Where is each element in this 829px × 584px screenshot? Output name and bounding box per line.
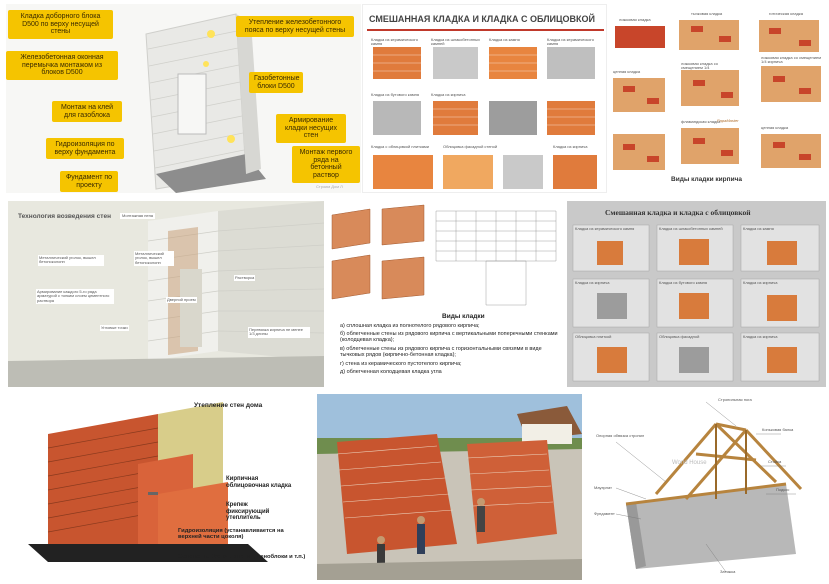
poster-caption-3: Кладка из камня (489, 37, 520, 42)
watermark: Строим Дом Л (316, 184, 343, 189)
bond-label-4: цепная кладка (613, 69, 641, 74)
tech-label-8: Металлический уголок, вышел бетоноколонн (134, 251, 174, 267)
grey-masonry-diagrams (572, 224, 820, 382)
grey-caption-3: Кладка из камня (743, 226, 774, 231)
bond-label-1: ложковая кладка (619, 17, 651, 22)
label-insulation-belt: Утепление железобетонного пояса по верху… (236, 16, 354, 38)
types-line-1: а) сплошная кладка из полнотелого рядово… (340, 323, 480, 329)
types-line-2: б) облегченные стены из рядового кирпича… (340, 331, 558, 344)
grey-caption-5: Кладка из бутового камня (659, 280, 707, 285)
masonry-types-drawing (331, 204, 557, 306)
bond-label-8: цепная кладка (761, 125, 789, 130)
roof-brand: World House (672, 460, 707, 466)
label-top-block: Кладка доборного блока D500 по верху нес… (8, 10, 113, 40)
grey-caption-1: Кладка из керамического камня (575, 226, 635, 231)
construction-site-photo (317, 394, 582, 580)
image-tile-9[interactable]: Опорная обвязка стропил Мауэрлат Фундаме… (586, 394, 826, 580)
grey-caption-4: Кладка из кирпича (575, 280, 610, 285)
label-waterproofing: Гидроизоляция по верху фундамента (46, 138, 124, 160)
roof-label-6: Стойка (768, 459, 782, 464)
types-line-3: в) облегченные стены из рядового кирпича… (340, 346, 542, 359)
poster-caption-7: Кладка с облицовкой плитками (371, 144, 429, 149)
tech-label-3: Армирование каждого 5-го ряда арматурой … (36, 289, 114, 305)
image-tile-4[interactable]: Технология возведения стен Монтажная пен… (8, 201, 324, 387)
image-tile-7[interactable]: Утепление стен дома Кирпичная облицовочн… (8, 394, 311, 580)
roof-label-8: Затяжка (720, 569, 736, 574)
grey-caption-2: Кладка из шлакобетонных камней (659, 226, 723, 231)
label-gas-blocks: Газобетонные блоки D500 (249, 72, 303, 94)
roof-truss-diagram (615, 401, 803, 573)
insulation-label-2: Крепеж фиксирующий утеплитель (226, 502, 270, 522)
grey-poster-title: Смешанная кладка и кладка с облицовкой (605, 208, 751, 217)
poster-caption-4: Кладка из керамического камня (547, 37, 594, 47)
grey-caption-6: Кладка из кирпича (743, 280, 778, 285)
poster-caption-8: Облицовка фасадной стеной (443, 144, 498, 149)
tech-title: Технология возведения стен (18, 213, 111, 220)
image-tile-5[interactable]: Виды кладки а) сплошная кладка из полнот… (326, 201, 565, 387)
types-line-5: д) облегченная колодцевая кладка угла (340, 369, 442, 375)
poster-caption-5: Кладка из бутового камня (371, 92, 419, 97)
bond-label-6: ложковая кладка со смещением 1/4 кирпича (761, 55, 821, 65)
roof-label-2: Мауэрлат (594, 485, 612, 490)
insulation-label-4: Основание (бетон, кирпич, пеноблоки и т.… (178, 554, 306, 560)
brand-watermark: PapaMaster (717, 118, 739, 123)
image-tile-1[interactable]: Кладка доборного блока D500 по верху нес… (6, 4, 361, 193)
poster-caption-1: Кладка из керамического камня (371, 37, 418, 47)
title-underline (367, 29, 604, 31)
wall-technology-illustration (8, 201, 324, 387)
bond-label-2: тычковая кладка (691, 11, 723, 16)
poster-caption-6: Кладка из кирпича (431, 92, 466, 97)
poster-caption-9: Кладка из кирпича (553, 144, 588, 149)
roof-label-7: Подкос (776, 487, 790, 492)
label-foundation: Фундамент по проекту (60, 171, 118, 193)
masonry-diagrams (373, 47, 597, 189)
tech-label-7: Растворка (234, 275, 256, 282)
tech-label-4: Угловые точки (100, 325, 129, 332)
image-tile-8[interactable] (317, 394, 582, 580)
grey-caption-9: Кладка из кирпича (743, 334, 778, 339)
roof-label-5: Коньковая балка (762, 427, 794, 432)
poster-caption-2: Кладка из шлакобетонных камней (431, 37, 481, 47)
types-line-4: г) стена из керамического пустотелого ки… (340, 361, 462, 367)
roof-label-3: Фундамент (594, 511, 615, 516)
image-tile-3[interactable]: ложковая кладка тычковая кладка готическ… (609, 4, 827, 193)
tech-label-5: Дверной проем (166, 297, 197, 304)
roof-label-4: Стропильная нога (718, 397, 752, 402)
grey-caption-8: Облицовка фасадной (659, 334, 700, 339)
label-lintel: Железобетонная оконная перемычка монтажо… (6, 51, 118, 81)
label-first-row: Монтаж первого ряда на бетонный раствор (292, 146, 360, 183)
label-reinforcement: Армирование кладки несущих стен (276, 114, 346, 144)
grey-caption-7: Облицовка плиткой (575, 334, 612, 339)
bonds-footer: Виды кладки кирпича (671, 176, 742, 183)
gas-block-wall-illustration (145, 13, 266, 193)
bond-label-5: ложковая кладка со смещением 1/4 (681, 61, 718, 71)
image-tile-2[interactable]: СМЕШАННАЯ КЛАДКА И КЛАДКА С ОБЛИЦОВКОЙ К… (362, 4, 607, 193)
tech-label-2: Металлический уголок, вышел бетоноколонн (38, 255, 104, 266)
wall-insulation-illustration (28, 402, 268, 562)
brick-bonds-illustration (613, 20, 821, 170)
tech-label-6: Перевязка кирпича не менее 1/3 длины (248, 327, 310, 338)
roof-label-1: Опорная обвязка стропил (596, 433, 645, 438)
poster-title: СМЕШАННАЯ КЛАДКА И КЛАДКА С ОБЛИЦОВКОЙ (369, 14, 596, 24)
tech-label-1: Монтажная пена (120, 213, 156, 220)
insulation-label-1: Кирпичная облицовочная кладка (226, 476, 292, 489)
image-tile-6[interactable]: Смешанная кладка и кладка с облицовкой К… (567, 201, 826, 387)
bond-label-7: фламандская кладка (681, 119, 721, 124)
bond-label-3: готическая кладка (769, 11, 803, 16)
label-glue: Монтаж на клей для газоблока (52, 101, 122, 123)
types-heading: Виды кладки (442, 313, 485, 320)
insulation-label-3: Гидроизоляция (устанавливается на верхне… (178, 528, 284, 541)
insulation-title: Утепление стен дома (194, 402, 263, 409)
